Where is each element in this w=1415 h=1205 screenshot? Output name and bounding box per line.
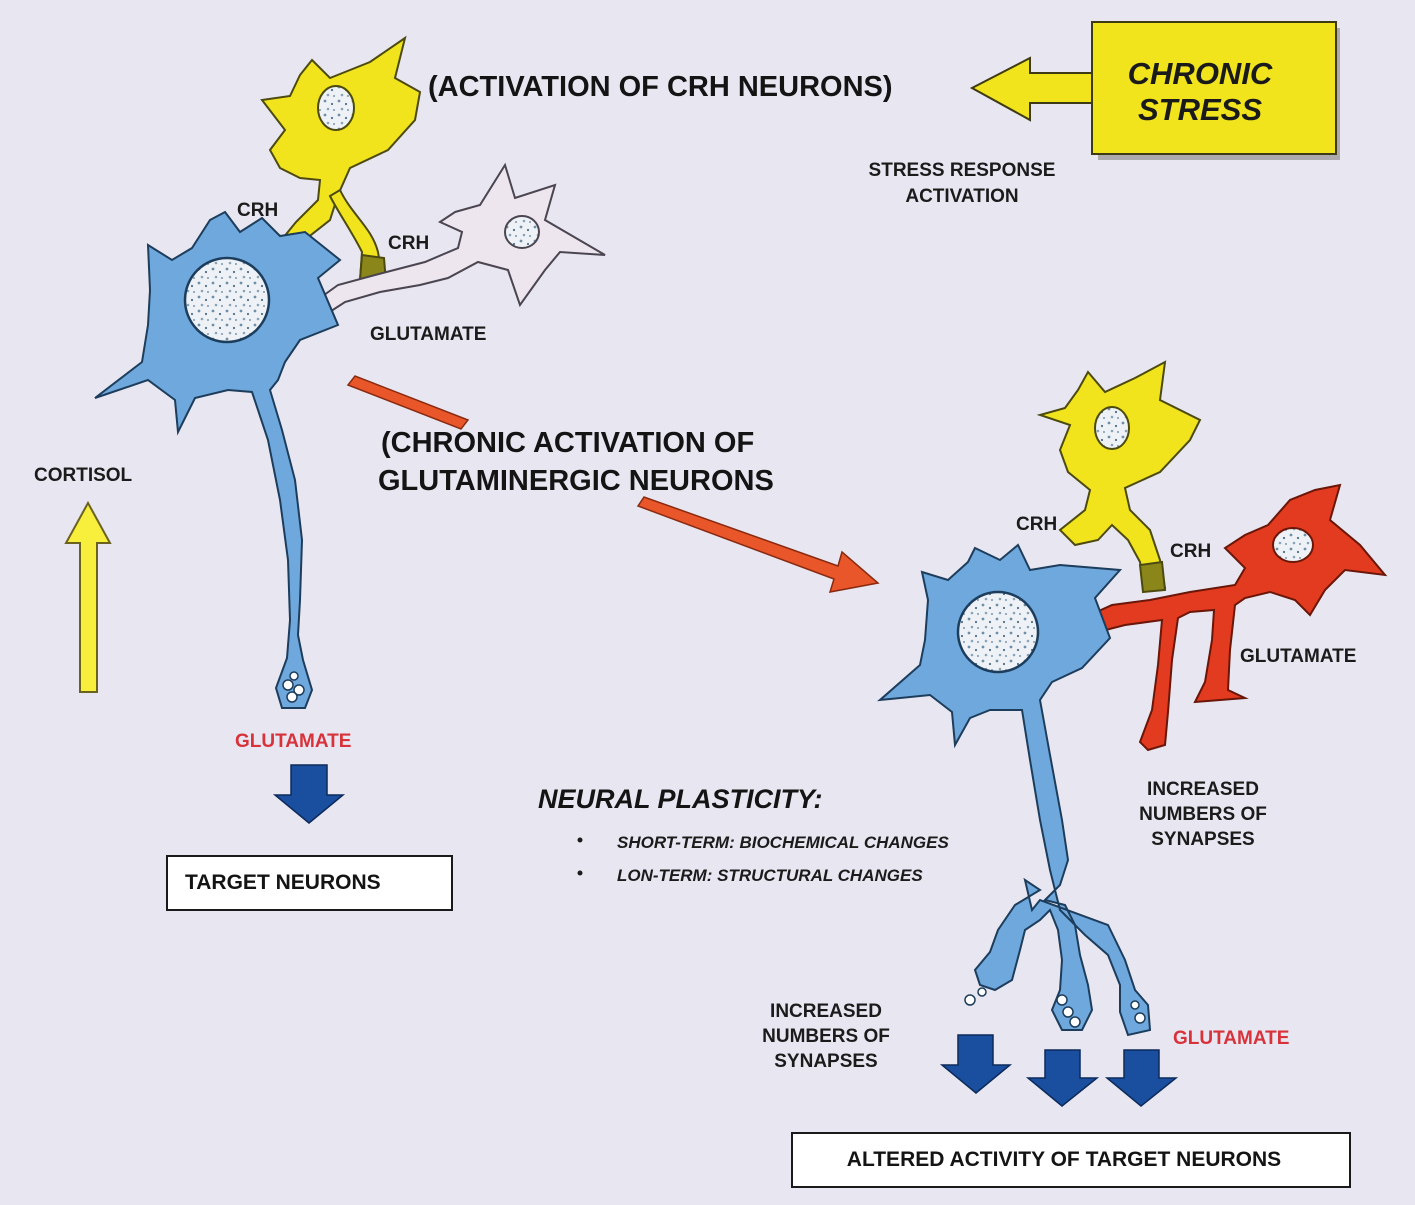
crh-neuron-right <box>1036 360 1202 594</box>
altered-activity-box: ALTERED ACTIVITY OF TARGET NEURONS <box>791 1132 1351 1188</box>
altered-activity-label: ALTERED ACTIVITY OF TARGET NEURONS <box>847 1148 1281 1171</box>
target-neurons-label: TARGET NEURONS <box>185 871 381 894</box>
plasticity-item-2: LON-TERM: STRUCTURAL CHANGES <box>617 866 923 885</box>
chronic-activation-line1: (CHRONIC ACTIVATION OF <box>381 427 754 459</box>
stress-response-line1: STRESS RESPONSE <box>869 160 1056 181</box>
activation-crh-label: (ACTIVATION OF CRH NEURONS) <box>428 71 893 103</box>
arrow-left-icon <box>969 56 1093 122</box>
glutamate-output-left: GLUTAMATE <box>235 731 351 752</box>
arrow-up-icon <box>64 500 112 693</box>
synapses-lower-line3: SYNAPSES <box>774 1051 877 1072</box>
synapses-right-line3: SYNAPSES <box>1151 829 1254 850</box>
stress-response-line2: ACTIVATION <box>905 186 1018 207</box>
cortisol-label: CORTISOL <box>34 465 133 486</box>
crh-label-left-2: CRH <box>388 233 429 254</box>
crh-label-right-2: CRH <box>1170 541 1211 562</box>
glutamate-output-right: GLUTAMATE <box>1173 1028 1289 1049</box>
crh-label-left-1: CRH <box>237 200 278 221</box>
arrow-down-icon <box>939 1034 1013 1094</box>
glutamate-label-left: GLUTAMATE <box>370 324 486 345</box>
glutamate-neuron-left <box>318 162 606 317</box>
glutamate-label-right: GLUTAMATE <box>1240 646 1356 667</box>
arrow-down-icon <box>1104 1049 1179 1107</box>
synapses-right-line1: INCREASED <box>1147 779 1259 800</box>
plasticity-bullet-2 <box>577 870 583 876</box>
chronic-stress-line1: CHRONIC <box>1128 56 1273 91</box>
arrow-down-icon <box>272 764 346 824</box>
neural-plasticity-title: NEURAL PLASTICITY: <box>538 784 823 814</box>
chronic-stress-box: CHRONIC STRESS <box>1091 21 1340 160</box>
chronic-stress-line2: STRESS <box>1138 92 1262 127</box>
target-neurons-box: TARGET NEURONS <box>166 855 453 911</box>
glutamate-neuron-right-red <box>1088 483 1388 752</box>
arrow-down-icon <box>1025 1049 1100 1107</box>
crh-label-right-1: CRH <box>1016 514 1057 535</box>
synapses-right-line2: NUMBERS OF <box>1139 804 1267 825</box>
orange-arrow-icon <box>346 375 880 593</box>
synapses-lower-line1: INCREASED <box>770 1001 882 1022</box>
synapses-lower-line2: NUMBERS OF <box>762 1026 890 1047</box>
blue-neuron-right <box>876 543 1152 1037</box>
chronic-activation-line2: GLUTAMINERGIC NEURONS <box>378 465 774 497</box>
plasticity-item-1: SHORT-TERM: BIOCHEMICAL CHANGES <box>617 833 949 852</box>
plasticity-bullet-1 <box>577 837 583 843</box>
blue-neuron-left <box>94 210 342 709</box>
